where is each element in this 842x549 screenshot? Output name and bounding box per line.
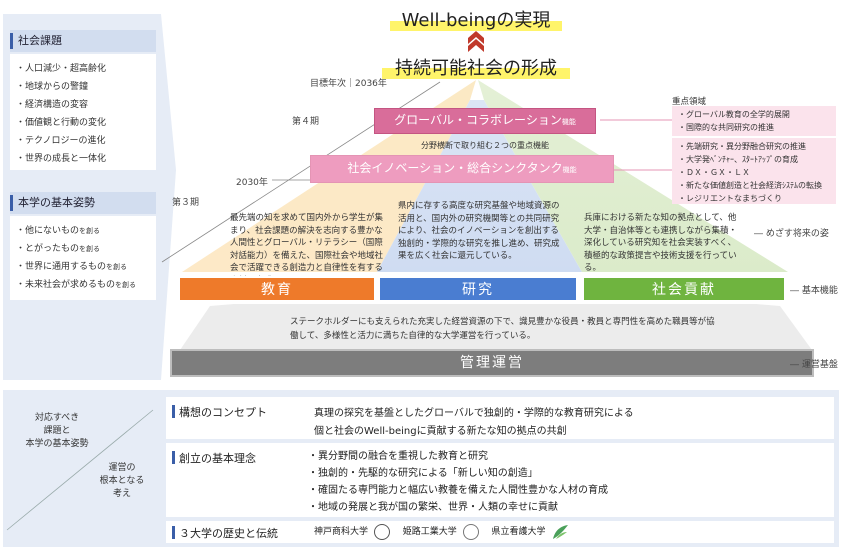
list-item: ・グローバル教育の全学的展開 [678,110,790,119]
founding-title: 創立の基本理念 [172,450,256,466]
list-item: ・経済構造の変容 [16,100,89,110]
management-base-label: ― 運営基盤 [790,360,838,370]
chevron-up-icon [468,39,484,52]
concept-line-2: 個と社会のWell-beingに貢献する新たな知の拠点の共創 [314,426,567,437]
target-year-label: 目標年次｜2036年 [310,79,387,89]
list-item: ・先端研究・異分野融合研究の推進 [678,142,806,151]
issues-heading: 社会課題 [10,30,156,52]
founding-row [166,443,834,517]
concept-title: 構想のコンセプト [172,404,267,420]
history-row [166,521,834,543]
education-box: 教育 [178,276,376,302]
management-description: ステークホルダーにも支えられた充実した経営資源の下で、識見豊かな役員・教員と専門… [290,317,715,341]
founding-item: ・確固たる専門能力と幅広い教養を備えた人間性豊かな人材の育成 [308,485,608,496]
global-collaboration-box: グローバル・コラボレーション機能 [374,108,596,134]
pyramid-base [180,306,812,350]
phase3-label: 第３期 [172,198,200,208]
list-item: ・大学発ﾍﾞﾝﾁｬｰ、ｽﾀｰﾄｱｯﾌﾟの育成 [678,155,798,164]
list-item: ・国際的な共同研究の推進 [678,123,774,132]
concept-row [166,397,834,439]
research-box: 研究 [378,276,578,302]
cross-field-label: 分野横断で取り組む２つの重点機能 [421,141,549,150]
kobe-emblem-icon [373,523,390,540]
list-item: ・地球からの警鐘 [16,82,89,92]
universities-list: 神戸商科大学 姫路工業大学 県立看護大学 [314,522,569,542]
bottom-left-label-issues: 対応すべき 課題と 本学の基本姿勢 [25,413,89,449]
priority-label: 重点領域 [672,97,707,107]
concept-line-1: 真理の探究を基盤としたグローバルで独創的・学際的な教育研究による [314,408,634,419]
list-item: ・テクノロジーの進化 [16,136,106,146]
global-items-list: ・グローバル教育の全学的展開 ・国際的な共同研究の推進 [672,106,836,136]
bottom-left-label-basis: 運営の 根本となる 考え [99,463,145,499]
research-description: 県内に存する高度な研究基盤や地域資源の活用と、国内外の研究機関等との共同研究によ… [398,201,560,261]
list-item: ・新たな価値創造と社会経済ｼｽﾃﾑの転換 [678,181,822,190]
phase4-label: 第４期 [292,117,320,127]
management-box: 管理運営 [170,349,814,377]
list-item: ・世界に通用するものを創る [16,262,128,272]
himeji-emblem-icon [462,523,479,540]
stance-list: ・他にないものを創る ・とがったものを創る ・世界に通用するものを創る ・未来社… [10,216,156,300]
list-item: ・未来社会が求めるものを創る [16,280,137,290]
sustainable-title-text: 持続可能社会の形成 [395,58,557,79]
list-item: ・レジリエントなまちづくり [678,194,782,203]
year2030-label: 2030年 [236,178,268,188]
bottom-arrow [3,390,154,547]
list-item: ・他にないものを創る [16,226,101,236]
university-kobe: 神戸商科大学 [314,527,369,537]
pyramid-research-section [377,100,582,272]
list-item: ・人口減少・超高齢化 [16,64,107,74]
sustainable-title: 持続可能社会の形成 [378,54,574,82]
wellbeing-title-text: Well-beingの実現 [401,10,551,31]
list-item: ・価値観と行動の変化 [16,118,107,128]
wellbeing-title: Well-beingの実現 [386,6,566,34]
list-item: ・ＤＸ・ＧＸ・ＬＸ [678,168,750,177]
contribution-description: 兵庫における新たな知の拠点として、他大学・自治体等とも連携しながら集積・深化して… [584,213,738,273]
social-innovation-box: 社会イノベーション・総合シンクタンク機能 [310,155,614,183]
nursing-leaf-icon [553,524,569,539]
issues-list: ・人口減少・超高齢化 ・地球からの警鐘 ・経済構造の変容 ・価値観と行動の変化 … [10,54,156,170]
founding-item: ・地域の発展と我が国の繁栄、世界・人類の幸せに貢献 [308,502,558,513]
university-nursing: 県立看護大学 [491,527,546,537]
basic-function-label: ― 基本機能 [790,286,838,296]
list-item: ・世界の成長と一体化 [16,154,107,164]
stance-heading: 本学の基本姿勢 [10,192,156,214]
chevron-up-icon [468,31,484,44]
history-title: ３大学の歴史と伝統 [172,525,278,541]
future-vision-label: ― めざす将来の姿 [754,229,829,239]
contribution-box: 社会貢献 [582,276,786,302]
founding-item: ・異分野間の融合を重視した教育と研究 [308,451,488,462]
list-item: ・とがったものを創る [16,244,101,254]
founding-item: ・独創的・先駆的な研究による「新しい知の創造」 [308,468,538,479]
university-himeji: 姫路工業大学 [402,527,457,537]
social-items-list: ・先端研究・異分野融合研究の推進 ・大学発ﾍﾞﾝﾁｬｰ、ｽﾀｰﾄｱｯﾌﾟの育成 … [672,138,836,204]
